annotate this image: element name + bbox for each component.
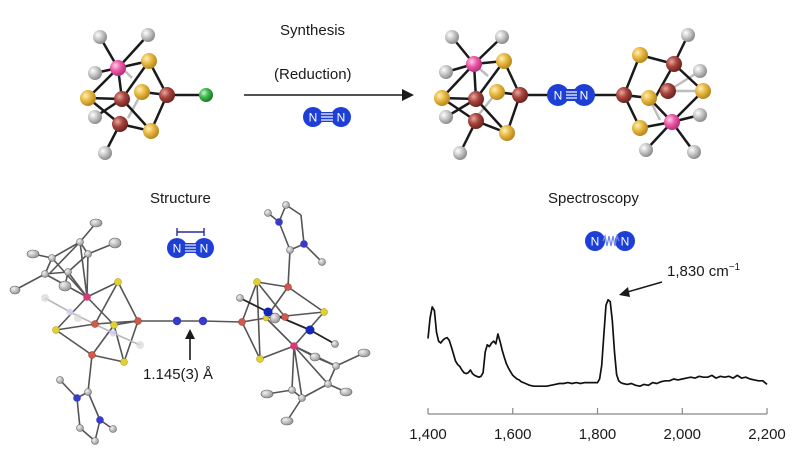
bond-length-icon: N N — [167, 228, 214, 258]
iron-atom — [468, 91, 484, 107]
spectrum-line — [427, 298, 768, 388]
x-tick-label: 2,200 — [748, 426, 786, 443]
ligand-atom — [439, 110, 453, 124]
sulfur-atom — [143, 123, 159, 139]
ligand-atom — [639, 143, 653, 157]
sulfur-atom — [632, 120, 648, 136]
molybdenum-atom — [466, 56, 482, 72]
reduction-label: (Reduction) — [274, 66, 352, 83]
iron-atom — [616, 87, 632, 103]
sulfur-atom — [499, 125, 515, 141]
sulfur-atom — [434, 90, 450, 106]
ligand-atom — [93, 30, 107, 44]
vibration-icon: N N — [585, 231, 635, 251]
peak-label-superscript: −1 — [728, 262, 741, 273]
x-tick-label: 1,600 — [494, 426, 532, 443]
ligand-atom — [98, 146, 112, 160]
n-atom-label: N — [621, 235, 630, 249]
bond-length-label: 1.145(3) Å — [143, 366, 214, 383]
ligand-atom — [495, 30, 509, 44]
peak-label: 1,830 cm−1 — [667, 262, 740, 280]
n-atom-label: N — [591, 235, 600, 249]
reaction-arrow — [244, 89, 414, 101]
x-tick-label: 1,400 — [409, 426, 447, 443]
iron-atom — [468, 113, 484, 129]
sulfur-atom — [141, 53, 157, 69]
n-atom-label: N — [173, 242, 182, 256]
iron-atom — [666, 56, 682, 72]
peak-label-text: 1,830 cm — [667, 263, 729, 280]
structure-title: Structure — [150, 190, 211, 207]
n-atom-label: N — [309, 111, 318, 125]
ligand-atom — [693, 64, 707, 78]
reactant-cluster — [80, 28, 213, 160]
ligand-atom — [445, 30, 459, 44]
sulfur-atom — [489, 84, 505, 100]
bridging-n2: N N — [547, 84, 595, 106]
molybdenum-atom — [664, 114, 680, 130]
iron-atom — [512, 87, 528, 103]
ligand-atom — [693, 108, 707, 122]
spectrum-chart: 1,400 1,600 1,800 2,000 2,200 — [409, 281, 786, 443]
peak-annotation-arrow — [619, 281, 663, 297]
chloride-atom — [199, 88, 213, 102]
molybdenum-atom — [110, 60, 126, 76]
ligand-atom — [88, 110, 102, 124]
iron-atom — [660, 83, 676, 99]
iron-atom — [112, 116, 128, 132]
synthesis-label: Synthesis — [280, 22, 346, 39]
product-dimer: N N — [434, 28, 711, 160]
sulfur-atom — [134, 84, 150, 100]
n-atom-label: N — [200, 242, 209, 256]
n-atom-label: N — [554, 89, 563, 103]
sulfur-atom — [695, 83, 711, 99]
ligand-atom — [88, 66, 102, 80]
ligand-atom — [453, 146, 467, 160]
x-ticks: 1,400 1,600 1,800 2,000 2,200 — [409, 408, 786, 443]
bond-length-arrow — [185, 329, 195, 360]
crystal-structure — [14, 204, 365, 442]
sulfur-atom — [632, 47, 648, 63]
sulfur-atom — [496, 53, 512, 69]
x-tick-label: 1,800 — [579, 426, 617, 443]
sulfur-atom — [641, 90, 657, 106]
ligand-atom — [687, 145, 701, 159]
ligand-atom — [439, 65, 453, 79]
n-atom-label: N — [337, 111, 346, 125]
spectroscopy-title: Spectroscopy — [548, 190, 639, 207]
x-tick-label: 2,000 — [663, 426, 701, 443]
iron-atom — [114, 91, 130, 107]
crystal-structure-atoms — [9, 201, 371, 445]
n-atom-label: N — [580, 89, 589, 103]
ligand-atom — [141, 28, 155, 42]
iron-atom — [159, 87, 175, 103]
ligand-atom — [681, 28, 695, 42]
n2-reagent-icon: N N — [303, 107, 351, 127]
sulfur-atom — [80, 90, 96, 106]
